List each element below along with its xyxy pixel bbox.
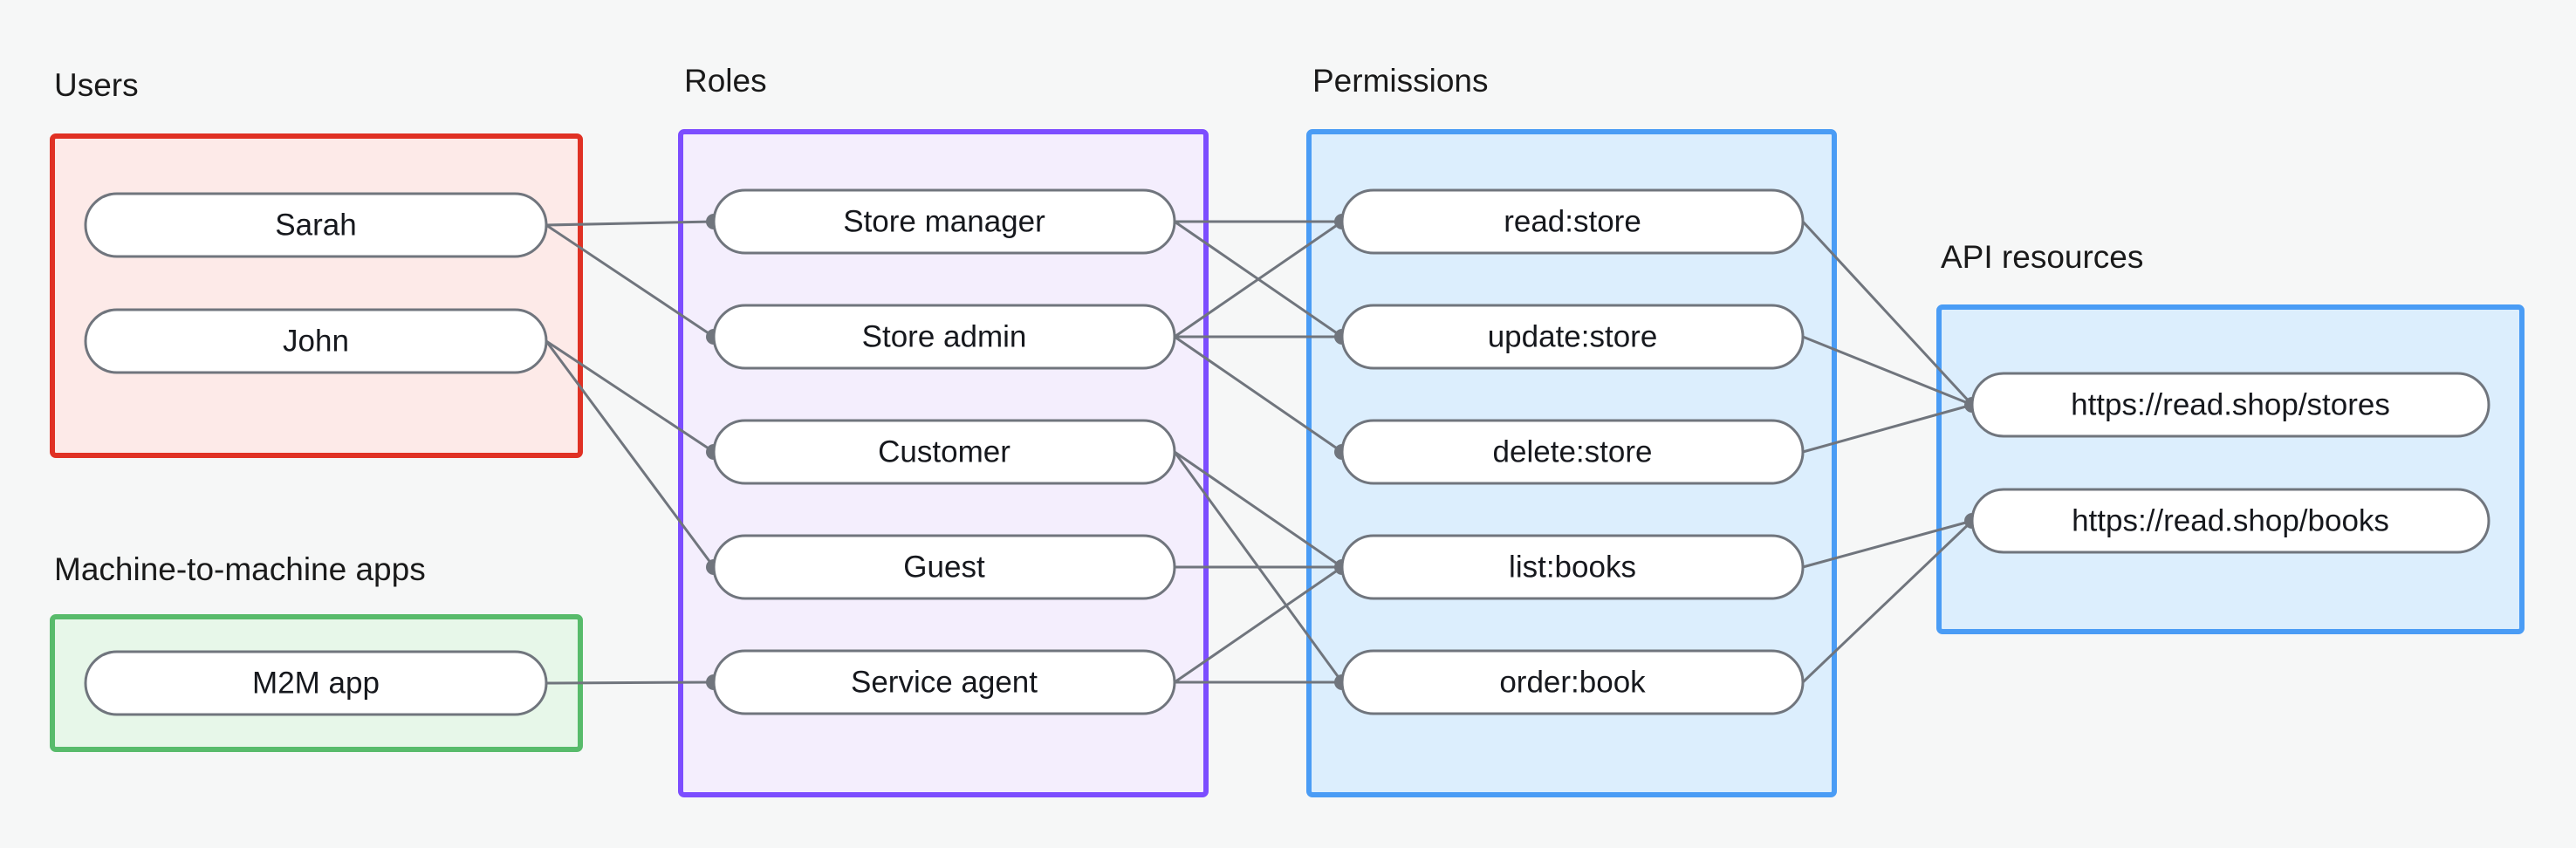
node-label-sarah: Sarah	[275, 208, 356, 242]
node-list_books[interactable]: list:books	[1340, 534, 1805, 600]
group-box-users	[50, 133, 583, 458]
node-shape-list_books[interactable]	[1340, 534, 1805, 600]
node-label-store_manager: Store manager	[843, 204, 1045, 238]
edge-customer-to-list_books	[1174, 450, 1343, 569]
node-shape-store_manager[interactable]	[712, 188, 1176, 255]
node-res_stores[interactable]: https://read.shop/stores	[1970, 372, 2490, 438]
node-label-order_book: order:book	[1499, 665, 1646, 699]
edge-store_admin-to-delete_store	[1174, 335, 1343, 454]
edges-layer	[545, 220, 1974, 685]
edge-delete_store-to-res_stores	[1802, 403, 1973, 454]
edge-m2m_app-to-service_agent	[545, 680, 715, 685]
group-title-api_resources: API resources	[1941, 239, 2143, 275]
node-sarah[interactable]: Sarah	[84, 192, 548, 258]
edge-read_store-to-res_stores	[1801, 220, 1974, 407]
node-shape-delete_store[interactable]	[1340, 419, 1805, 485]
node-shape-read_store[interactable]	[1340, 188, 1805, 255]
group-title-permissions: Permissions	[1312, 63, 1489, 99]
node-label-john: John	[283, 324, 349, 358]
node-label-update_store: update:store	[1488, 319, 1658, 353]
edge-list_books-to-res_books	[1802, 519, 1973, 569]
node-label-list_books: list:books	[1509, 550, 1636, 584]
edge-store_admin-to-read_store	[1174, 220, 1343, 339]
node-shape-guest[interactable]	[712, 534, 1176, 600]
node-label-m2m_app: M2M app	[252, 666, 380, 700]
node-shape-res_books[interactable]	[1970, 488, 2490, 554]
node-label-res_stores: https://read.shop/stores	[2071, 387, 2390, 421]
node-read_store[interactable]: read:store	[1340, 188, 1805, 255]
node-label-store_admin: Store admin	[862, 319, 1027, 353]
node-store_admin[interactable]: Store admin	[712, 304, 1176, 370]
node-shape-customer[interactable]	[712, 419, 1176, 485]
group-box-api_resources	[1936, 304, 2525, 634]
node-shape-service_agent[interactable]	[712, 649, 1176, 715]
node-shape-res_stores[interactable]	[1970, 372, 2490, 438]
edge-john-to-guest	[545, 340, 716, 568]
node-service_agent[interactable]: Service agent	[712, 649, 1176, 715]
node-delete_store[interactable]: delete:store	[1340, 419, 1805, 485]
node-shape-store_admin[interactable]	[712, 304, 1176, 370]
node-customer[interactable]: Customer	[712, 419, 1176, 485]
node-label-delete_store: delete:store	[1493, 434, 1653, 468]
node-shape-order_book[interactable]	[1340, 649, 1805, 715]
node-store_manager[interactable]: Store manager	[712, 188, 1176, 255]
group-title-roles: Roles	[684, 63, 767, 99]
node-john[interactable]: John	[84, 308, 548, 374]
node-order_book[interactable]: order:book	[1340, 649, 1805, 715]
edge-update_store-to-res_stores	[1802, 335, 1973, 407]
group-title-m2m: Machine-to-machine apps	[54, 551, 426, 587]
node-shape-sarah[interactable]	[84, 192, 548, 258]
edge-sarah-to-store_manager	[545, 220, 715, 227]
edge-john-to-customer	[545, 339, 715, 454]
node-shape-m2m_app[interactable]	[84, 650, 548, 716]
node-label-guest: Guest	[903, 550, 985, 584]
node-shape-john[interactable]	[84, 308, 548, 374]
node-m2m_app[interactable]: M2M app	[84, 650, 548, 716]
node-res_books[interactable]: https://read.shop/books	[1970, 488, 2490, 554]
node-label-service_agent: Service agent	[851, 665, 1038, 699]
node-guest[interactable]: Guest	[712, 534, 1176, 600]
node-shape-update_store[interactable]	[1340, 304, 1805, 370]
edge-service_agent-to-list_books	[1174, 565, 1343, 684]
node-update_store[interactable]: update:store	[1340, 304, 1805, 370]
edge-sarah-to-store_admin	[545, 223, 715, 339]
group-title-users: Users	[54, 67, 139, 103]
node-label-read_store: read:store	[1504, 204, 1641, 238]
edge-order_book-to-res_books	[1801, 519, 1974, 684]
node-label-res_books: https://read.shop/books	[2072, 503, 2389, 537]
node-label-customer: Customer	[878, 434, 1011, 468]
